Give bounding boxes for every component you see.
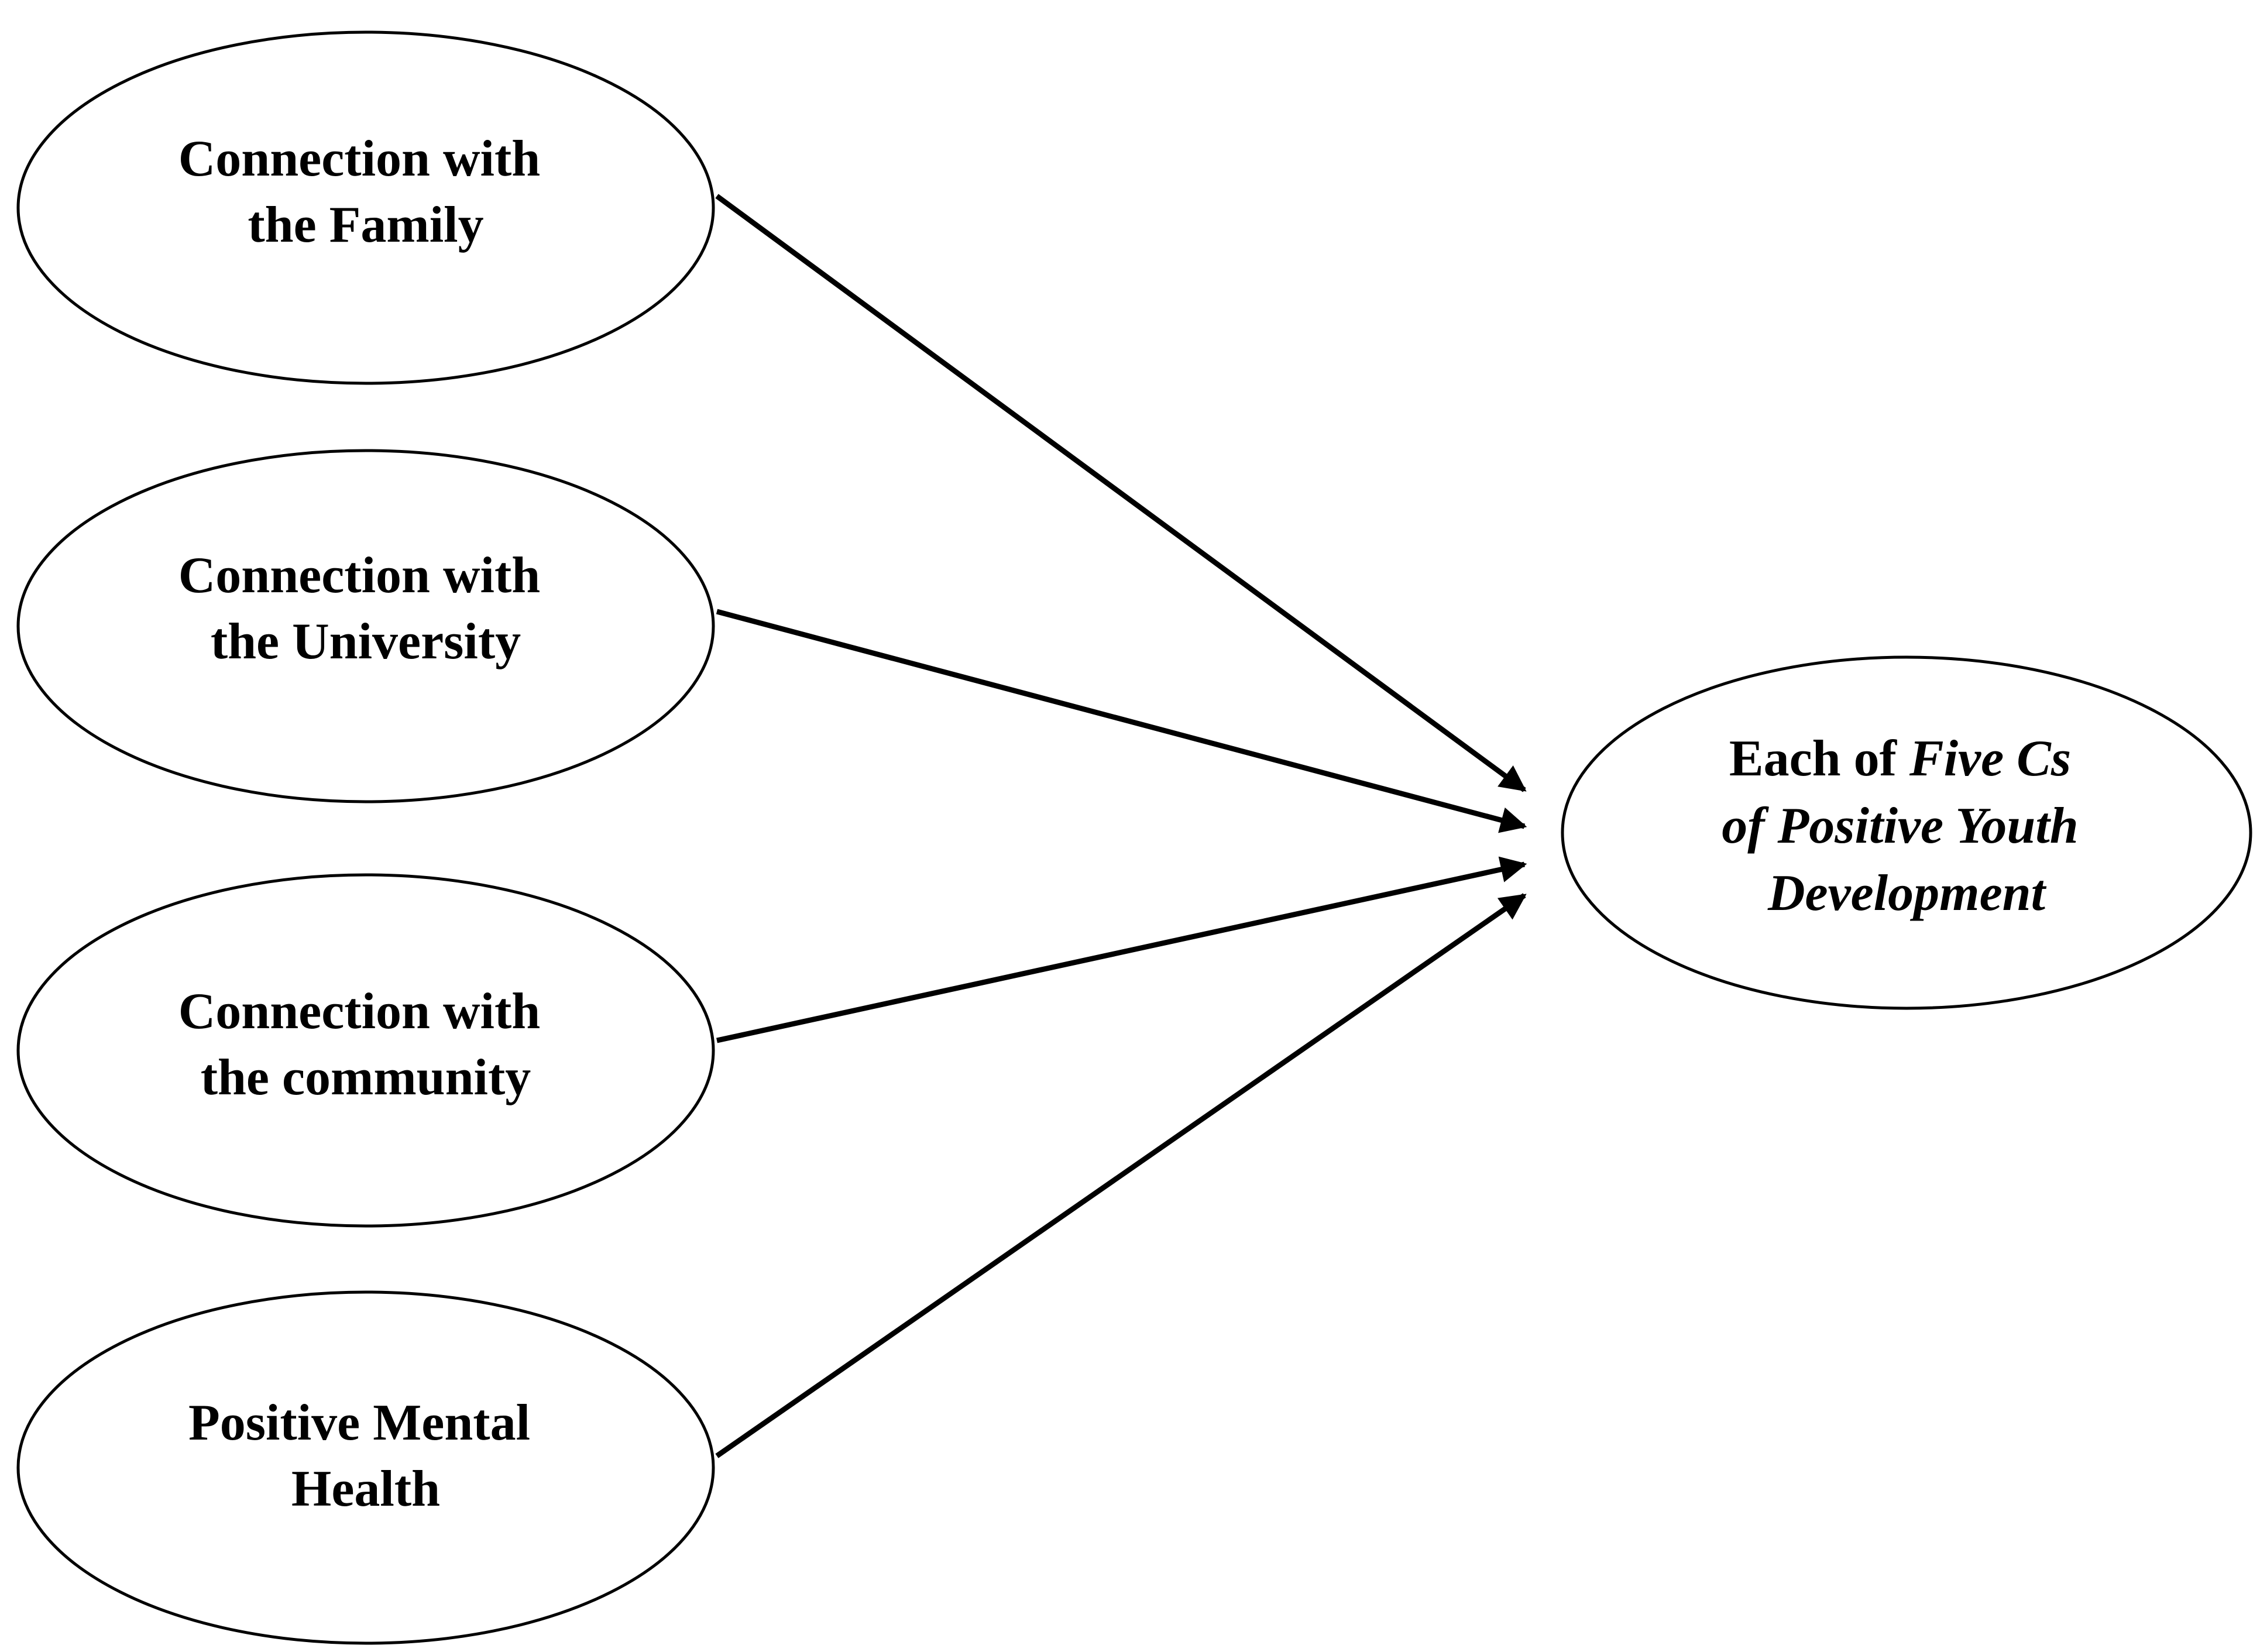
- node-mental-health-line-2: Health: [291, 1461, 440, 1517]
- svg-text:Connection with the comm: Connection with the community: [178, 983, 554, 1106]
- target-line-1-plain: Each of: [1729, 730, 1909, 787]
- edge-family-to-five-cs: [715, 194, 1527, 792]
- node-mental-health-line-1: Positive Mental: [188, 1395, 530, 1451]
- target-line-2: of Positive Youth: [1722, 798, 2079, 854]
- node-connection-university: Connection with the University: [16, 449, 715, 803]
- node-university-line-2: the University: [211, 613, 521, 670]
- svg-text:Connection with the Univ: Connection with the University: [178, 547, 554, 670]
- edge-university-to-five-cs: [716, 609, 1527, 833]
- svg-text:Each of Five Cs of Posit: Each of Five Cs of Positive Youth Develo…: [1722, 730, 2091, 922]
- node-community-line-1: Connection with: [178, 983, 541, 1040]
- node-family-line-2: the Family: [248, 197, 483, 253]
- edge-mental-health-to-five-cs: [715, 893, 1527, 1458]
- node-connection-family: Connection with the Family: [16, 30, 715, 385]
- node-family-line-1: Connection with: [178, 130, 541, 187]
- node-positive-mental-health: Positive Mental Health: [16, 1290, 715, 1645]
- svg-text:Connection with the Fami: Connection with the Family: [178, 130, 554, 253]
- target-line-1-italic: Five Cs: [1909, 730, 2071, 787]
- svg-text:Positive Mental Health: Positive Mental Health: [188, 1395, 543, 1517]
- node-university-line-1: Connection with: [178, 547, 541, 604]
- edge-community-to-five-cs: [716, 856, 1527, 1043]
- node-community-line-2: the community: [201, 1049, 531, 1106]
- target-line-3: Development: [1767, 865, 2047, 922]
- node-five-cs-positive-youth-development: Each of Five Cs of Positive Youth Develo…: [1561, 655, 2252, 1010]
- node-connection-community: Connection with the community: [16, 873, 715, 1228]
